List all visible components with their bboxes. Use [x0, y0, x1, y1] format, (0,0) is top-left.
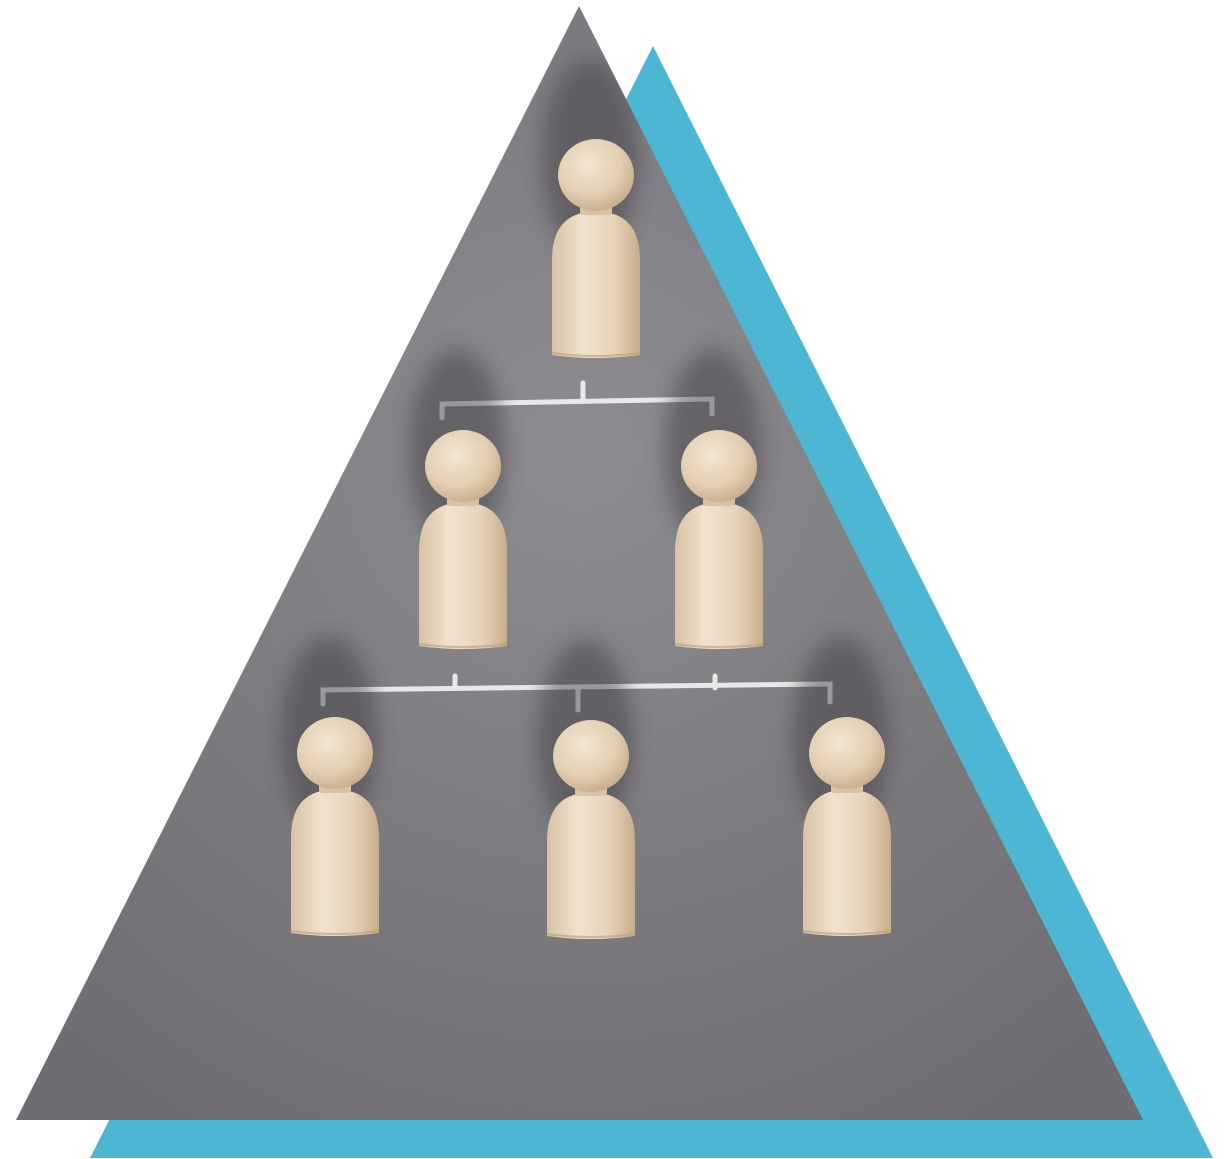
figure-middle-right — [665, 350, 763, 649]
figure-middle-left — [409, 350, 507, 649]
figure-top — [542, 59, 640, 358]
figure-bottom-left — [281, 637, 379, 936]
figure-bottom-right — [793, 637, 891, 936]
figure-bottom-center — [537, 640, 635, 939]
